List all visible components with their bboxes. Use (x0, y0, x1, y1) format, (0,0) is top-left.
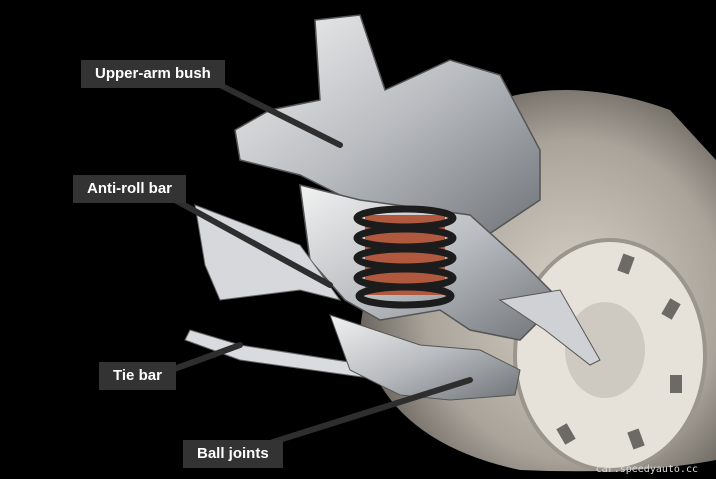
watermark: car.speedyauto.cc (595, 464, 698, 475)
leader-anti-roll-bar (172, 197, 333, 288)
label-anti-roll-bar: Anti-roll bar (73, 175, 186, 203)
label-tie-bar: Tie bar (99, 362, 176, 390)
label-ball-joints: Ball joints (183, 440, 283, 468)
leader-tie-bar (163, 342, 243, 375)
leader-upper-arm-bush (215, 81, 343, 148)
coil-spring (353, 205, 457, 309)
leader-ball-joints (270, 377, 473, 445)
label-upper-arm-bush: Upper-arm bush (81, 60, 225, 88)
leader-lines (163, 81, 473, 445)
